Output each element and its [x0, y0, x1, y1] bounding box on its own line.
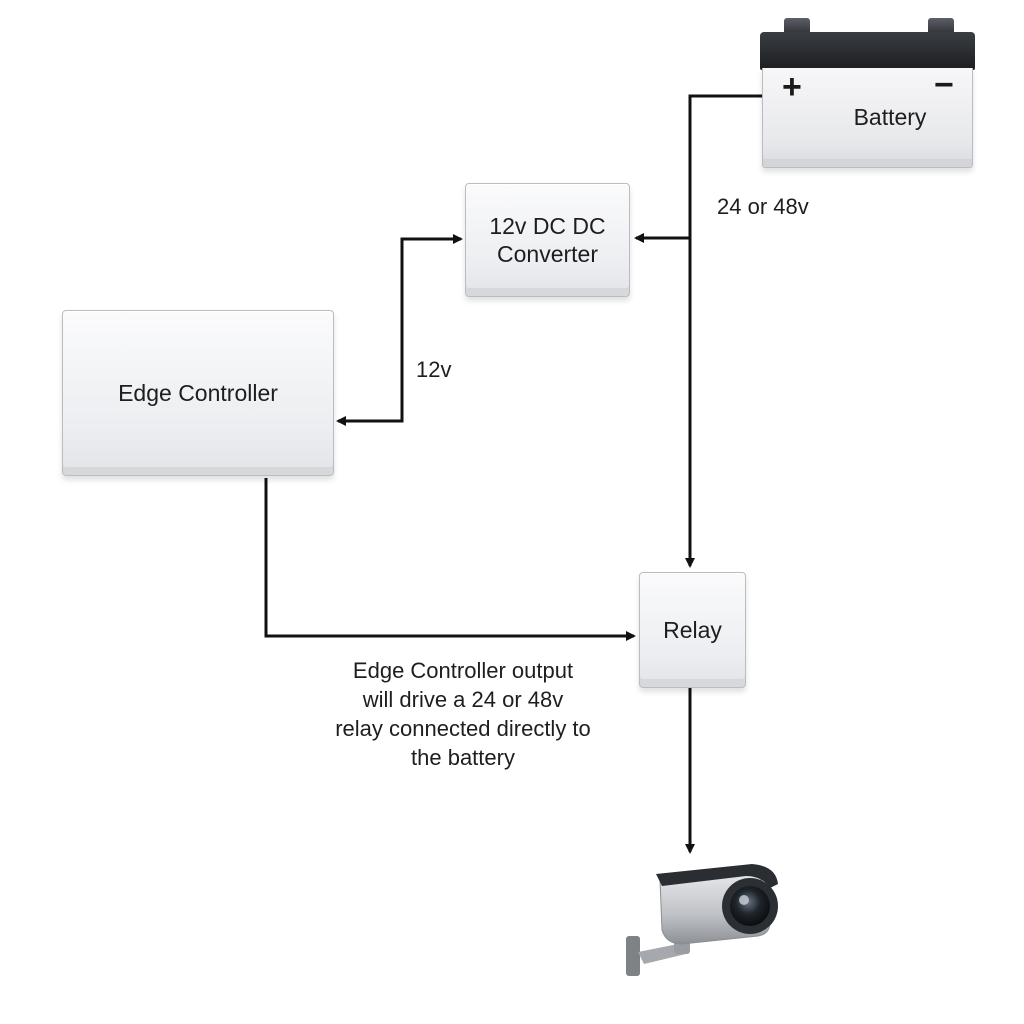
wire-controller-output: [264, 478, 636, 641]
relay: Relay: [639, 572, 746, 688]
wire-converter-controller: [336, 234, 463, 426]
relay-label: Relay: [663, 616, 722, 643]
battery-lid: [760, 32, 975, 70]
battery-terminal-positive: [784, 18, 810, 36]
edge-controller-label: Edge Controller: [118, 379, 278, 406]
wire-battery-feed: [688, 94, 762, 238]
controller-voltage-label: 12v: [416, 357, 452, 382]
battery-negative-sign: −: [934, 66, 954, 104]
battery-terminal-negative: [928, 18, 954, 36]
edge-controller: Edge Controller: [62, 310, 334, 476]
battery-positive-sign: +: [782, 68, 802, 106]
dc-dc-converter: 12v DC DC Converter: [465, 183, 630, 297]
battery-label: Battery: [853, 104, 927, 130]
battery-voltage-label: 24 or 48v: [717, 194, 809, 219]
relay-note: Edge Controller output will drive a 24 o…: [335, 658, 591, 771]
converter-label: 12v DC DC Converter: [489, 212, 606, 267]
battery-body: [762, 68, 973, 168]
security-camera-icon: [626, 864, 778, 976]
battery: + − Battery: [760, 18, 975, 168]
